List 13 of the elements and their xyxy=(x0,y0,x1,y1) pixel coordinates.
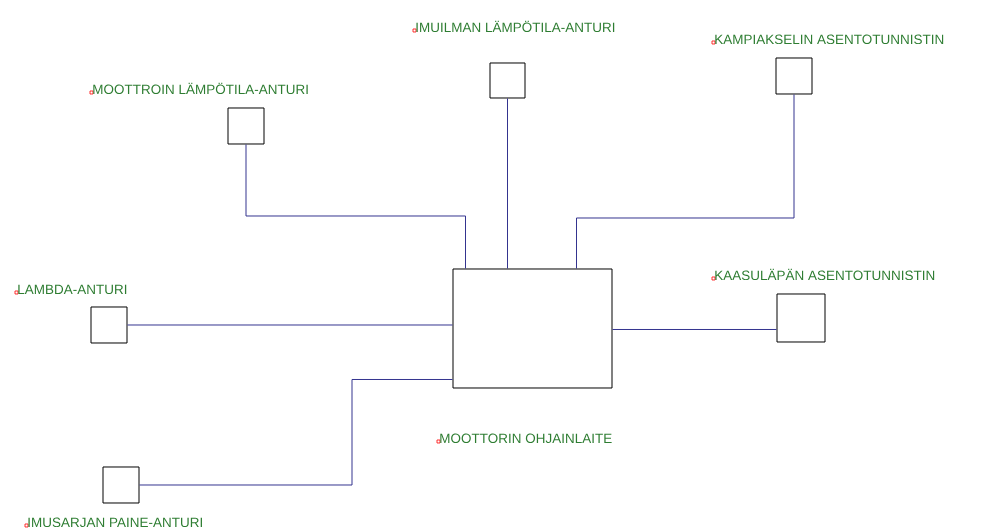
connector-line xyxy=(507,98,508,269)
node-label: MOOTTORIN OHJAINLAITE xyxy=(440,433,612,444)
node-label: KAMPIAKSELIN ASENTOTUNNISTIN xyxy=(715,34,944,45)
connector-line xyxy=(139,379,453,486)
node-label: LAMBDA-ANTURI xyxy=(18,284,127,295)
node-label: KAASULÄPÄN ASENTOTUNNISTIN xyxy=(715,268,935,281)
connector-line xyxy=(127,324,453,326)
node-label: IMUILMAN LÄMPÖTILA-ANTURI xyxy=(416,20,615,33)
connector-line xyxy=(576,94,795,269)
connector-line xyxy=(245,144,466,269)
connector-line xyxy=(612,329,777,330)
node-label: MOOTTROIN LÄMPÖTILA-ANTURI xyxy=(93,82,308,95)
node-label: IMUSARJAN PAINE-ANTURI xyxy=(28,517,202,528)
